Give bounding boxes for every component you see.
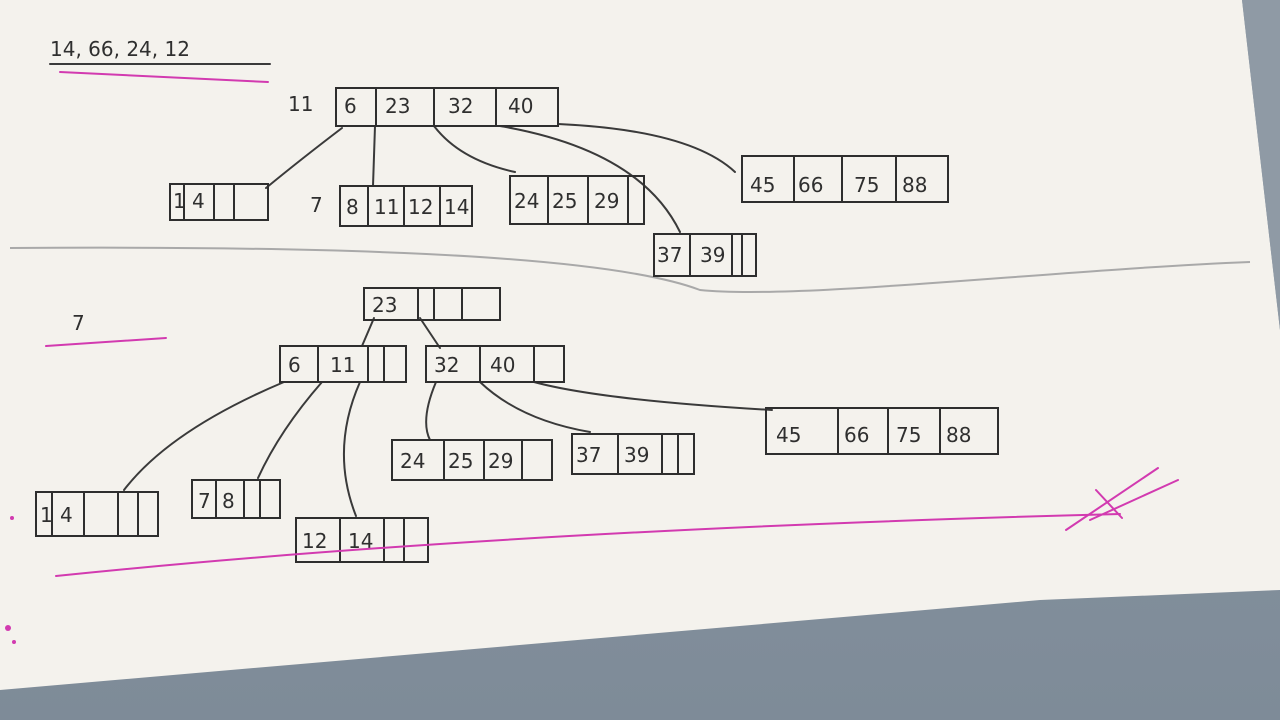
tree1-edge-5	[557, 123, 736, 173]
tree2-leaf-d: 24 25 29	[391, 439, 553, 481]
key: 32	[434, 353, 459, 377]
key: 66	[844, 423, 869, 447]
key: 4	[192, 189, 205, 213]
tree2-left-node: 6 11	[279, 345, 407, 383]
tree2-edge-right-e	[479, 381, 591, 433]
pink-cross-mark-2	[1089, 479, 1179, 521]
key: 39	[624, 443, 649, 467]
tree1-leaf-5: 45 66 75 88	[741, 155, 949, 203]
annotation-11: 11	[288, 92, 313, 116]
tree1-edge-4	[499, 125, 681, 233]
key: 1	[173, 189, 186, 213]
key: 6	[288, 353, 301, 377]
insert-sequence: 14, 66, 24, 12	[50, 37, 190, 61]
key: 29	[594, 189, 619, 213]
tree2-edge-root-right	[419, 317, 441, 349]
tree2-leaf-f: 45 66 75 88	[765, 407, 999, 455]
key: 24	[514, 189, 539, 213]
tree2-leaf-a: 1 4	[35, 491, 159, 537]
pink-margin-line	[55, 513, 1121, 577]
tree2-leaf-e: 37 39	[571, 433, 695, 475]
tree1-leaf-1: 1 4	[169, 183, 269, 221]
delete-key-label: 7	[72, 311, 85, 335]
tree1-root-node: 6 23 32 40	[335, 87, 559, 127]
tree1-leaf-4: 37 39	[653, 233, 757, 277]
tree1-leaf-2: 8 11 12 14	[339, 185, 473, 227]
key: 23	[385, 94, 410, 118]
paper-sheet	[0, 0, 1280, 690]
tree1-edge-3	[433, 125, 516, 173]
key: 25	[448, 449, 473, 473]
pink-cross-mark-3	[1095, 489, 1123, 519]
key: 40	[508, 94, 533, 118]
pink-dot	[10, 516, 14, 520]
sequence-pink-underline	[59, 71, 269, 83]
key: 7	[198, 489, 211, 513]
key: 40	[490, 353, 515, 377]
annotation-7: 7	[310, 193, 323, 217]
key: 12	[302, 529, 327, 553]
delete-key-underline	[45, 337, 167, 347]
key: 24	[400, 449, 425, 473]
tree2-edge-left-c	[343, 381, 361, 517]
paper-shadow	[1242, 0, 1280, 330]
key: 11	[374, 195, 399, 219]
key: 75	[896, 423, 921, 447]
key: 32	[448, 94, 473, 118]
key: 45	[776, 423, 801, 447]
tree2-edge-root-left	[361, 317, 375, 347]
key: 8	[222, 489, 235, 513]
tree1-edge-1	[265, 127, 343, 189]
divider-line	[9, 246, 1251, 293]
key: 14	[444, 195, 469, 219]
key: 75	[854, 173, 879, 197]
key: 6	[344, 94, 357, 118]
key: 45	[750, 173, 775, 197]
tree2-leaf-b: 7 8	[191, 479, 281, 519]
tree2-edge-left-a	[123, 381, 285, 491]
tree2-edge-left-b	[257, 381, 323, 479]
tree2-edge-right-d	[425, 381, 437, 441]
key: 39	[700, 243, 725, 267]
pink-cross-mark-1	[1065, 467, 1159, 531]
key: 29	[488, 449, 513, 473]
key: 37	[576, 443, 601, 467]
tree1-edge-2	[372, 125, 376, 187]
key: 4	[60, 503, 73, 527]
tree2-right-node: 32 40	[425, 345, 565, 383]
key: 25	[552, 189, 577, 213]
tree2-edge-right-f	[533, 381, 773, 411]
key: 88	[946, 423, 971, 447]
key: 88	[902, 173, 927, 197]
key: 8	[346, 195, 359, 219]
pink-dot	[5, 625, 11, 631]
key: 11	[330, 353, 355, 377]
key: 37	[657, 243, 682, 267]
tree2-root-node: 23	[363, 287, 501, 321]
key: 23	[372, 293, 397, 317]
key: 66	[798, 173, 823, 197]
key: 12	[408, 195, 433, 219]
tree1-leaf-3: 24 25 29	[509, 175, 645, 225]
pink-dot	[12, 640, 16, 644]
key: 1	[40, 503, 53, 527]
